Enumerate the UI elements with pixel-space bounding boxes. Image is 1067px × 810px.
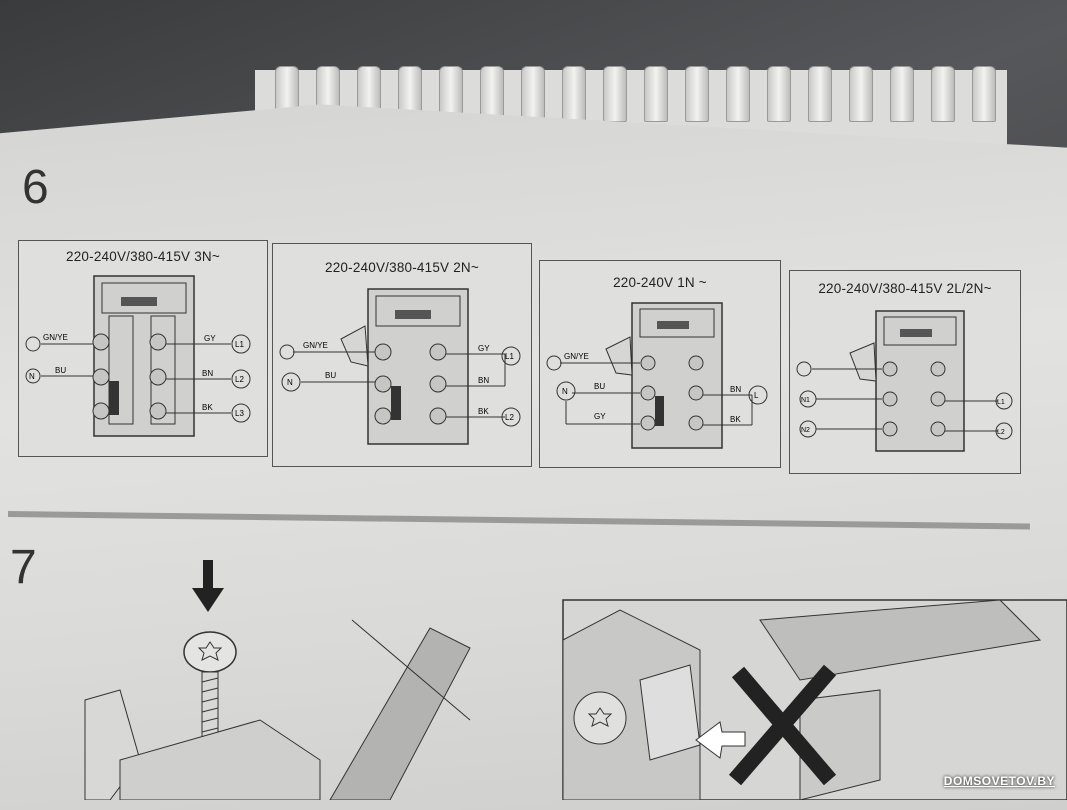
panel-title: 220-240V/380-415V 3N~: [66, 249, 220, 264]
label-l1: L1: [997, 399, 1005, 406]
label-n: N: [287, 378, 293, 387]
label-gnye: GN/YE: [564, 352, 589, 361]
label-l2: L2: [235, 375, 244, 384]
label-bk: BK: [478, 407, 489, 416]
label-bn: BN: [730, 385, 741, 394]
label-gy: GY: [594, 412, 606, 421]
binding-coil: [808, 66, 832, 122]
wiring-panel-1n: 220-240V 1N ~ GN/YE BU GY BN BK N L: [539, 260, 781, 468]
binding-coil: [849, 66, 873, 122]
binding-coil: [603, 66, 627, 122]
binding-coil: [521, 66, 545, 122]
label-gy: GY: [204, 334, 216, 343]
label-n1: N1: [801, 397, 810, 404]
binding-coil: [890, 66, 914, 122]
binding-coil: [726, 66, 750, 122]
binding-coil: [480, 66, 504, 122]
binding-coil: [972, 66, 996, 122]
label-bn: BN: [202, 369, 213, 378]
wiring-panel-3n: 220-240V/380-415V 3N~ GN/YE BU GY BN BK …: [18, 240, 268, 457]
panel-title: 220-240V 1N ~: [613, 275, 707, 290]
label-l: L: [754, 391, 759, 400]
binding-coil: [562, 66, 586, 122]
label-bk: BK: [202, 403, 213, 412]
label-bn: BN: [478, 376, 489, 385]
wiring-panel-2l2n: 220-240V/380-415V 2L/2N~ N1 N2 L1 L2: [789, 270, 1021, 474]
step-number-7: 7: [10, 541, 37, 594]
label-gnye: GN/YE: [43, 333, 68, 342]
label-l3: L3: [235, 409, 244, 418]
binding-coil: [644, 66, 668, 122]
panel-title: 220-240V/380-415V 2L/2N~: [818, 281, 992, 296]
label-l2: L2: [997, 429, 1005, 436]
label-l1: L1: [235, 340, 244, 349]
label-gy: GY: [478, 344, 490, 353]
binding-coil: [931, 66, 955, 122]
step-number-6: 6: [22, 161, 49, 214]
binding-coil: [767, 66, 791, 122]
watermark: DOMSOVETOV.BY: [943, 774, 1055, 788]
label-l2: L2: [505, 413, 514, 422]
panel-title: 220-240V/380-415V 2N~: [325, 260, 479, 275]
wiring-diagram-2l2n: N1 N2 L1 L2: [796, 310, 1013, 452]
label-bu: BU: [594, 382, 605, 391]
wiring-diagram-1n: GN/YE BU GY BN BK N L: [546, 302, 768, 449]
label-l1: L1: [505, 352, 514, 361]
wiring-diagram-3n: GN/YE BU GY BN BK N L1 L2 L3: [25, 275, 251, 437]
label-gnye: GN/YE: [303, 341, 328, 350]
label-bk: BK: [730, 415, 741, 424]
label-bu: BU: [325, 371, 336, 380]
binding-coil: [685, 66, 709, 122]
label-n: N: [29, 372, 35, 381]
wiring-panel-2n: 220-240V/380-415V 2N~ GN/YE BU GY BN BK …: [272, 243, 532, 467]
label-n2: N2: [801, 427, 810, 434]
label-bu: BU: [55, 366, 66, 375]
wiring-diagram-2n: GN/YE BU GY BN BK N L1 L2: [279, 288, 521, 445]
label-n: N: [562, 387, 568, 396]
